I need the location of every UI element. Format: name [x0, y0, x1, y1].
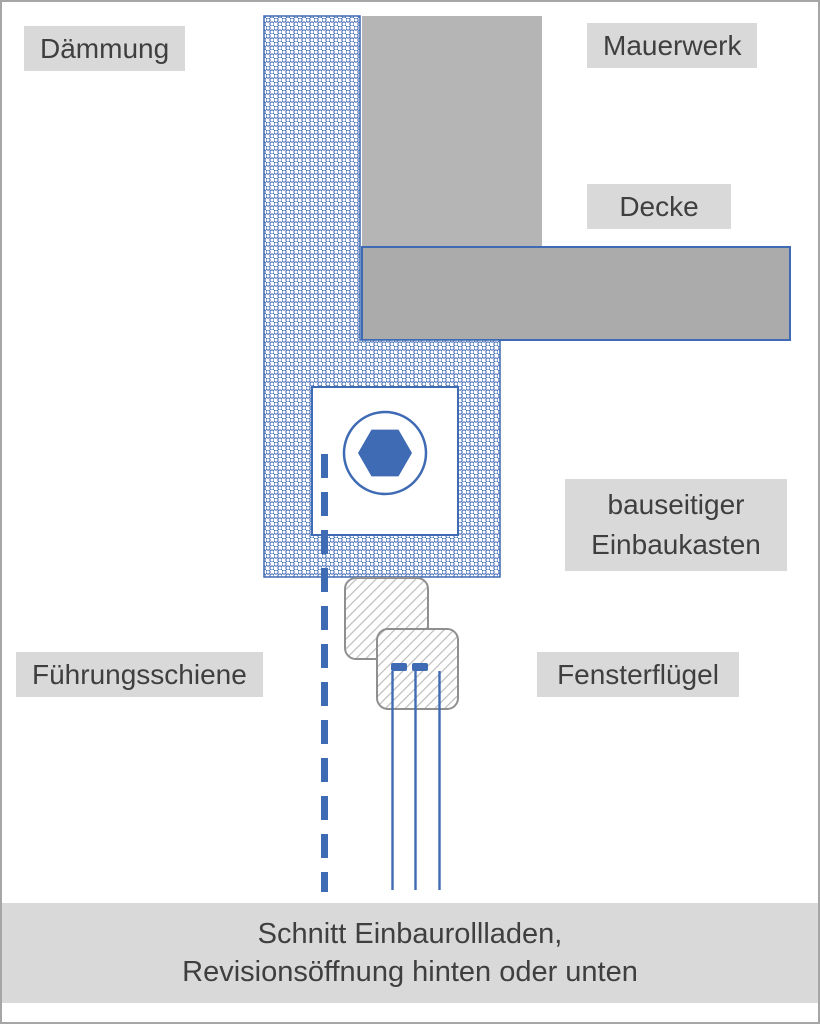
caption-line2: Revisionsöffnung hinten oder unten [182, 955, 638, 988]
ceiling-slab [361, 246, 791, 341]
label-masonry: Mauerwerk [587, 23, 758, 68]
label-guide-rail: Führungsschiene [16, 652, 263, 697]
caption-line1: Schnitt Einbaurollladen, [257, 917, 563, 950]
label-ceiling: Decke [587, 184, 731, 229]
masonry-block [362, 16, 542, 247]
label-window-sash: Fensterflügel [537, 652, 739, 697]
label-installation-box: bauseitiger Einbaukasten [565, 479, 787, 571]
label-installation-box-line2: Einbaukasten [591, 529, 761, 560]
shutter-axle-hex-icon [358, 429, 412, 477]
caption-band: Schnitt Einbaurollladen, Revisionsöffnun… [2, 903, 818, 1003]
label-insulation: Dämmung [24, 26, 186, 71]
glazing-bar-left [391, 663, 407, 671]
label-installation-box-line1: bauseitiger [607, 489, 745, 520]
glazing-bar-right [412, 663, 428, 671]
